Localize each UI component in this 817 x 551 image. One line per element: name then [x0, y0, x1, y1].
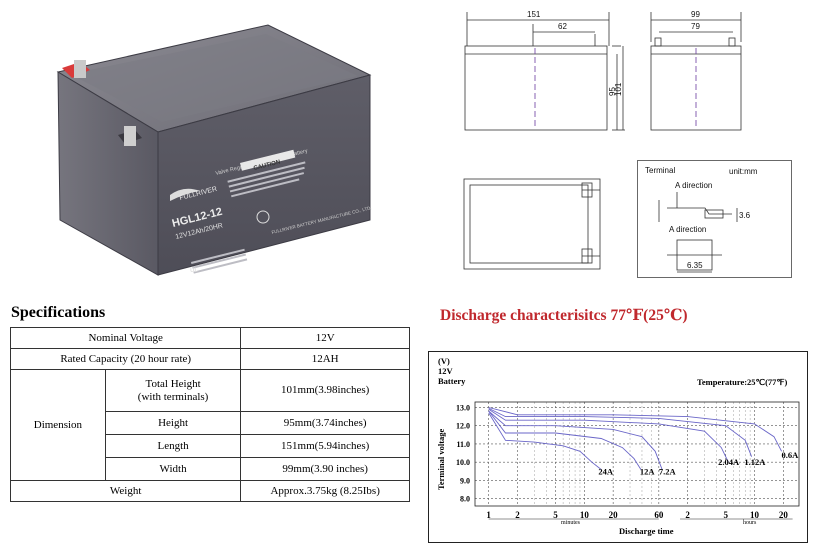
- rated-capacity-label: Rated Capacity (20 hour rate): [9, 348, 242, 370]
- unit-12v: 12V: [438, 366, 454, 376]
- dimension-label: Dimension: [10, 369, 106, 481]
- discharge-curve-0-6A: [488, 407, 782, 452]
- hours-label: hours: [743, 520, 757, 526]
- width-label: Width: [104, 457, 242, 481]
- x-tick-label: 60: [654, 510, 664, 520]
- discharge-curve-2-04A: [488, 408, 729, 463]
- series-label: 7.2A: [659, 466, 677, 476]
- chart-axes: [474, 401, 800, 520]
- length-label: Length: [104, 434, 242, 458]
- chart-grid: [475, 402, 799, 506]
- y-tick-label: 10.0: [456, 458, 470, 467]
- total-height-label-line1: Total Height: [145, 377, 201, 390]
- series-label: 24A: [598, 466, 614, 476]
- chart-series: [488, 407, 782, 470]
- discharge-title: Discharge characterisitcs 77℉(25℃): [440, 307, 688, 324]
- x-tick-label: 1: [486, 510, 491, 520]
- nominal-voltage-value: 12V: [240, 327, 410, 349]
- unit-v: (V): [438, 356, 450, 366]
- x-tick-label: 2: [685, 510, 690, 520]
- terminal-a-direction-bottom: A direction: [669, 225, 706, 234]
- table-row: Length 151mm(5.94inches): [11, 434, 410, 458]
- x-tick-label: 10: [580, 510, 590, 520]
- chart-labels: 13.0 12.0 11.0 10.0 9.0 8.0 1 2 5 10 20 60 2 5 10 20 24A…: [456, 403, 799, 520]
- terminal-dim-bottom: 6.35: [687, 261, 703, 270]
- specifications-title: Specifications: [11, 304, 106, 321]
- weight-value: Approx.3.75kg (8.25Ibs): [240, 480, 410, 502]
- discharge-curve-7-2A: [488, 410, 663, 470]
- table-row: Rated Capacity (20 hour rate) 12AH: [9, 348, 410, 370]
- height-label: Height: [104, 411, 242, 435]
- series-label: 0.6A: [782, 450, 800, 460]
- x-tick-label: 2: [515, 510, 520, 520]
- discharge-curve-1-12A: [488, 407, 753, 457]
- recycle-icon: [256, 210, 270, 224]
- y-axis-label: Terminal voltage: [436, 428, 446, 490]
- unit-battery: Battery: [438, 376, 466, 386]
- total-height-label: Total Height (with terminals): [104, 369, 242, 412]
- nominal-voltage-label: Nominal Voltage: [9, 327, 242, 349]
- dim-side-width-inner: 79: [691, 22, 700, 31]
- discharge-curve-12A: [488, 410, 642, 470]
- table-row: Weight Approx.3.75kg (8.25Ibs): [9, 480, 410, 502]
- y-tick-label: 11.0: [456, 440, 470, 449]
- side-view-drawing: 99 79: [645, 8, 755, 138]
- terminal-title: Terminal: [645, 166, 675, 175]
- total-height-label-line2: (with terminals): [137, 390, 209, 403]
- y-tick-label: 13.0: [456, 403, 470, 412]
- x-tick-label: 20: [609, 510, 619, 520]
- y-tick-label: 9.0: [460, 476, 470, 485]
- discharge-chart: 13.0 12.0 11.0 10.0 9.0 8.0 1 2 5 10 20 60 2 5 10 20 24A…: [428, 351, 808, 543]
- temperature-label: Temperature:25℃(77℉): [697, 377, 788, 387]
- table-row: Height 95mm(3.74inches): [11, 411, 410, 435]
- terminal-unit: unit:mm: [729, 167, 758, 176]
- front-view-drawing: 151 62 95 101: [455, 8, 635, 138]
- dim-height-total: 101: [614, 82, 623, 96]
- plot-frame: [474, 401, 800, 507]
- dim-side-width-total: 99: [691, 10, 700, 19]
- length-value: 151mm(5.94inches): [240, 434, 410, 458]
- specifications-table: Nominal Voltage 12V Rated Capacity (20 h…: [9, 327, 410, 502]
- series-label: 1.12A: [744, 457, 766, 467]
- terminal-detail-drawing: Terminal unit:mm A direction 3.6 A direc…: [637, 160, 792, 278]
- x-tick-label: 5: [553, 510, 558, 520]
- x-tick-label: 10: [750, 510, 760, 520]
- dim-height-body: 95: [608, 87, 617, 96]
- dim-width-inner: 62: [558, 22, 567, 31]
- y-tick-label: 8.0: [460, 495, 470, 504]
- series-label: 12A: [640, 466, 656, 476]
- discharge-curve-24A: [488, 412, 602, 470]
- caution-banner: [240, 149, 296, 171]
- ul-mark-icon: ᴜʟ: [190, 265, 198, 274]
- minutes-label: minutes: [561, 520, 581, 526]
- rated-capacity-value: 12AH: [240, 348, 410, 370]
- x-axis-label: Discharge time: [619, 526, 674, 536]
- total-height-value: 101mm(3.98inches): [240, 369, 410, 412]
- battery-photo: FULLRIVER HGL12-12 12V12Ah/20HR Valve Re…: [40, 20, 385, 290]
- height-value: 95mm(3.74inches): [240, 411, 410, 435]
- table-row: Dimension Total Height (with terminals) …: [10, 369, 410, 481]
- x-tick-label: 5: [723, 510, 728, 520]
- weight-label: Weight: [9, 480, 242, 502]
- terminal-dim-small: 3.6: [739, 211, 751, 220]
- series-label: 2.04A: [718, 457, 740, 467]
- dim-width-total: 151: [527, 10, 541, 19]
- terminal-a-direction-top: A direction: [675, 181, 712, 190]
- table-row: Nominal Voltage 12V: [9, 327, 410, 349]
- y-tick-label: 12.0: [456, 422, 470, 431]
- x-tick-label: 20: [779, 510, 789, 520]
- top-view-drawing: [462, 175, 607, 273]
- width-value: 99mm(3.90 inches): [240, 457, 410, 481]
